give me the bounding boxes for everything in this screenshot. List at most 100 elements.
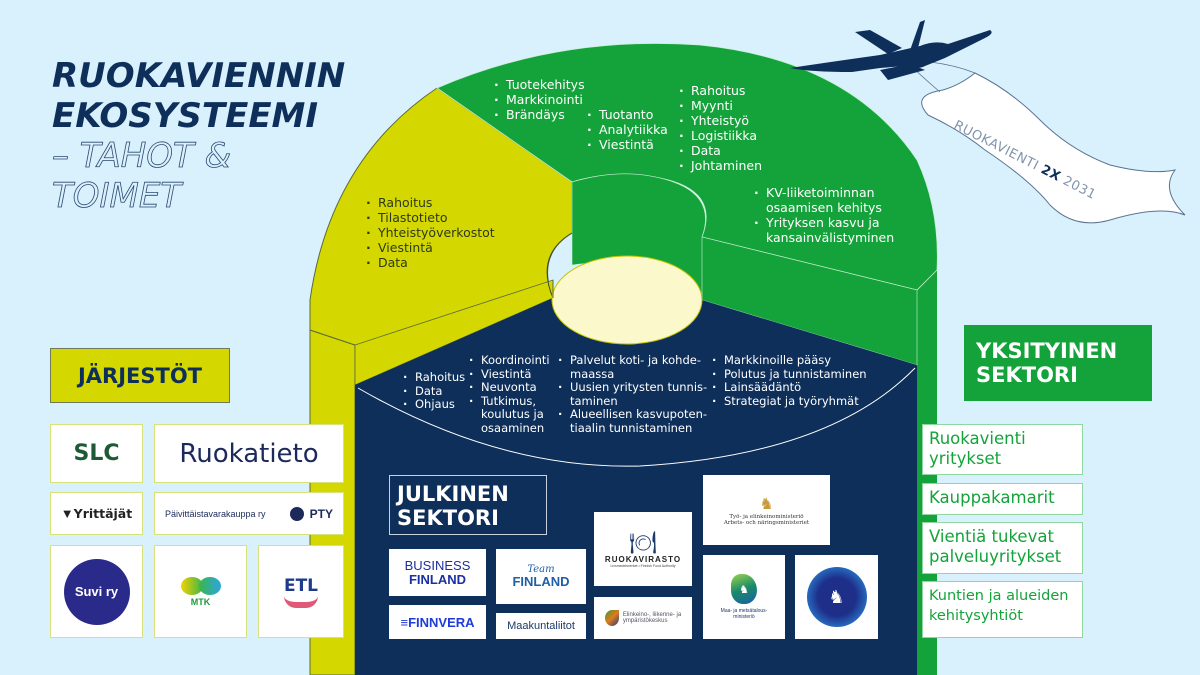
mmm-logo: ♞ Maa- ja metsätalous- ministeriö xyxy=(703,555,785,639)
pty-logo: Päivittäistavarakauppa ry PTY xyxy=(154,492,344,535)
private-activities-col1: Tuotekehitys Markkinointi Brändäys xyxy=(494,77,585,122)
pty-mark-icon xyxy=(289,506,304,521)
private-activities-col2: Tuotanto Analytiikka Viestintä xyxy=(587,107,668,152)
ely-text-2: ympäristökeskus xyxy=(622,618,668,624)
activity-item: KV-liiketoiminnan osaamisen kehitys xyxy=(754,185,914,215)
public-activities-col1: Rahoitus Data Ohjaus xyxy=(403,370,465,412)
organizations-label: JÄRJESTÖT xyxy=(50,348,230,403)
activity-item: Uusien yritysten tunnis-taminen xyxy=(558,380,716,408)
title-line-1: RUOKAVIENNIN xyxy=(52,56,346,96)
activity-item: Palvelut koti- ja kohde-maassa xyxy=(558,353,716,381)
activity-item: Koordinointi xyxy=(469,353,559,368)
ely-logo: Elinkeino-, liikenne- ja ympäristökeskus xyxy=(594,597,692,639)
page-title: RUOKAVIENNIN EKOSYSTEEMI – TAHOT & TOIME… xyxy=(52,56,346,216)
mmm-mark-icon: ♞ xyxy=(731,574,757,604)
activity-item: Analytiikka xyxy=(587,122,668,137)
private-label-line-2: SEKTORI xyxy=(976,363,1078,387)
activity-item: Markkinoille pääsy xyxy=(712,353,867,368)
tem-logo: ♞ Työ- ja elinkeinoministeriö Arbets- oc… xyxy=(703,475,830,545)
activity-item: Markkinointi xyxy=(494,92,585,107)
activity-item: Tuotanto xyxy=(587,107,668,122)
private-actor-box: Vientiä tukevat palveluyritykset xyxy=(922,522,1083,574)
slc-logo-text: SLC xyxy=(73,441,120,466)
organizations-activities: Rahoitus Tilastotieto Yhteistyöverkostot… xyxy=(366,195,495,270)
title-line-3: – TAHOT & xyxy=(52,136,232,177)
private-sector-label: YKSITYINEN SEKTORI xyxy=(964,325,1152,401)
public-activities-col4: Markkinoille pääsy Polutus ja tunnistami… xyxy=(712,353,867,409)
public-activities-col2: Koordinointi Viestintä Neuvonta Tutkimus… xyxy=(469,353,559,436)
organizations-arc xyxy=(546,232,573,299)
ruokavirasto-logo-text: RUOKAVIRASTO xyxy=(604,554,682,564)
maakuntaliitot-logo: Maakuntaliitot xyxy=(496,613,586,639)
business-finland-text-2: FINLAND xyxy=(408,571,467,587)
ely-mark-icon xyxy=(604,610,619,626)
private-label-line-1: YKSITYINEN xyxy=(976,339,1118,363)
activity-item: Tilastotieto xyxy=(366,210,495,225)
finnvera-logo: ≡ FINNVERA xyxy=(389,605,486,639)
public-label-line-1: JULKINEN xyxy=(397,482,509,506)
ruokavirasto-mark-icon: 🍽 xyxy=(629,529,657,555)
activity-item: Yhteistyöverkostot xyxy=(366,225,495,240)
mtk-mark-icon xyxy=(180,576,221,595)
maakuntaliitot-logo-text: Maakuntaliitot xyxy=(507,620,575,632)
public-sector-label: JULKINEN SEKTORI xyxy=(389,475,547,535)
finnish-lion-icon: ♞ xyxy=(759,496,774,513)
activity-item: Logistiikka xyxy=(679,128,762,143)
tem-text-1: Työ- ja elinkeinoministeriö xyxy=(729,514,804,520)
slc-logo: SLC xyxy=(50,424,143,483)
ely-text-1: Elinkeino-, liikenne- ja xyxy=(622,612,682,618)
activity-item: Polutus ja tunnistaminen xyxy=(712,367,867,382)
ecosystem-core xyxy=(551,255,703,345)
etl-logo-text: ETL xyxy=(283,575,319,596)
activity-item: Data xyxy=(679,143,762,158)
activity-item: Yhteistyö xyxy=(679,113,762,128)
activity-item: Tuotekehitys xyxy=(494,77,585,92)
team-finland-logo: Team FINLAND xyxy=(496,549,586,604)
ruokavirasto-logo-subtext: Livsmedelsverket • Finnish Food Authorit… xyxy=(610,563,676,568)
mtk-logo-text: MTK xyxy=(190,596,211,607)
activity-item: Tutkimus, koulutus ja osaaminen xyxy=(469,394,559,436)
government-logo: ♞ xyxy=(795,555,878,639)
suvi-circle-icon: Suvi ry xyxy=(63,558,130,625)
activity-item: Viestintä xyxy=(469,367,559,382)
activity-item: Brändäys xyxy=(494,107,585,122)
activity-item: Rahoitus xyxy=(366,195,495,210)
activity-item: Alueellisen kasvupoten-tiaalin tunnistam… xyxy=(558,408,716,435)
private-actor-box: Ruokavienti yritykset xyxy=(922,424,1083,475)
activity-item: Viestintä xyxy=(587,137,668,152)
activity-item: Rahoitus xyxy=(679,83,762,98)
finnish-lion-icon: ♞ xyxy=(806,567,867,627)
finnvera-logo-text: FINNVERA xyxy=(408,614,475,630)
private-activities-col4: KV-liiketoiminnan osaamisen kehitys Yrit… xyxy=(754,185,914,245)
activity-item: Rahoitus xyxy=(403,370,465,385)
suvi-logo-text: Suvi ry xyxy=(74,584,119,599)
mmm-text-2: ministeriö xyxy=(733,614,755,620)
yrittajat-logo-text: Yrittäjät xyxy=(73,506,133,521)
activity-item: Strategiat ja työryhmät xyxy=(712,394,867,409)
business-finland-logo: BUSINESS FINLAND xyxy=(389,549,486,596)
private-activities-col3: Rahoitus Myynti Yhteistyö Logistiikka Da… xyxy=(679,83,762,173)
title-line-2: EKOSYSTEEMI xyxy=(52,96,319,136)
activity-item: Yrityksen kasvu ja kansainvälistyminen xyxy=(754,215,914,245)
team-finland-text-2: FINLAND xyxy=(512,573,570,589)
activity-item: Data xyxy=(403,384,465,399)
activity-item: Neuvonta xyxy=(469,381,559,395)
finnvera-mark-icon: ≡ xyxy=(400,614,409,630)
yrittajat-logo: ▼ Yrittäjät xyxy=(50,492,143,535)
airplane-icon xyxy=(790,20,992,80)
team-finland-text-1: Team xyxy=(527,563,555,575)
activity-item: Lainsäädäntö xyxy=(712,381,867,395)
ruokatieto-logo: Ruokatieto xyxy=(154,424,344,483)
ruokavirasto-logo: 🍽 RUOKAVIRASTO Livsmedelsverket • Finnis… xyxy=(594,512,692,586)
activity-item: Ohjaus xyxy=(403,398,465,412)
private-actor-box: Kauppakamarit xyxy=(922,483,1083,515)
private-actor-box: Kuntien ja alueiden kehitysyhtiöt xyxy=(922,581,1083,638)
ruokatieto-logo-text: Ruokatieto xyxy=(179,438,319,469)
activity-item: Myynti xyxy=(679,98,762,113)
activity-item: Viestintä xyxy=(366,240,495,255)
public-rim-line xyxy=(357,367,916,467)
mmm-text-1: Maa- ja metsätalous- xyxy=(720,608,768,614)
yrittajat-mark-icon: ▼ xyxy=(60,506,74,521)
tem-text-2: Arbets- och näringsministeriet xyxy=(723,520,810,526)
activity-item: Johtaminen xyxy=(679,158,762,173)
